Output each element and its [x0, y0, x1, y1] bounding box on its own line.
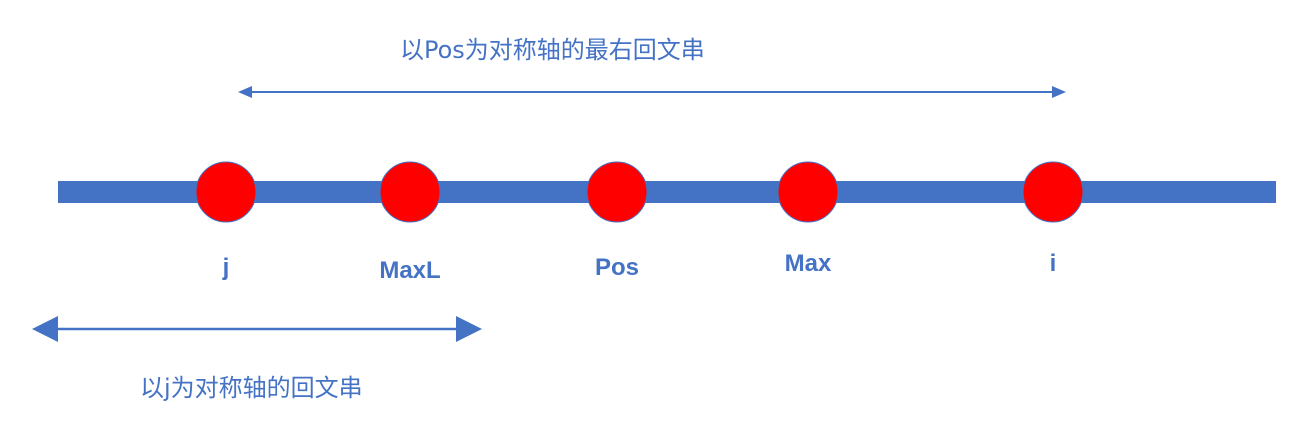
point-j [195, 161, 257, 223]
arrowhead-left [32, 316, 58, 342]
point-i [1022, 161, 1084, 223]
point-label-maxl: MaxL [379, 257, 441, 284]
point-label-pos: Pos [594, 254, 640, 281]
arrowhead-left [238, 86, 252, 98]
arrowhead-right [1052, 86, 1066, 98]
point-label-max: Max [784, 250, 832, 277]
j-palindrome-label: 以j为对称轴的回文串 [140, 374, 363, 402]
point-pos [586, 161, 648, 223]
point-maxl [379, 161, 441, 223]
arrowhead-right [456, 316, 482, 342]
point-max [777, 161, 839, 223]
point-label-j: j [222, 254, 230, 281]
j-palindrome-arrow [32, 316, 482, 342]
baseline [58, 181, 1276, 203]
pos-palindrome-label: 以Pos为对称轴的最右回文串 [400, 36, 705, 64]
pos-palindrome-arrow [238, 86, 1066, 98]
point-label-i: i [1049, 250, 1057, 277]
